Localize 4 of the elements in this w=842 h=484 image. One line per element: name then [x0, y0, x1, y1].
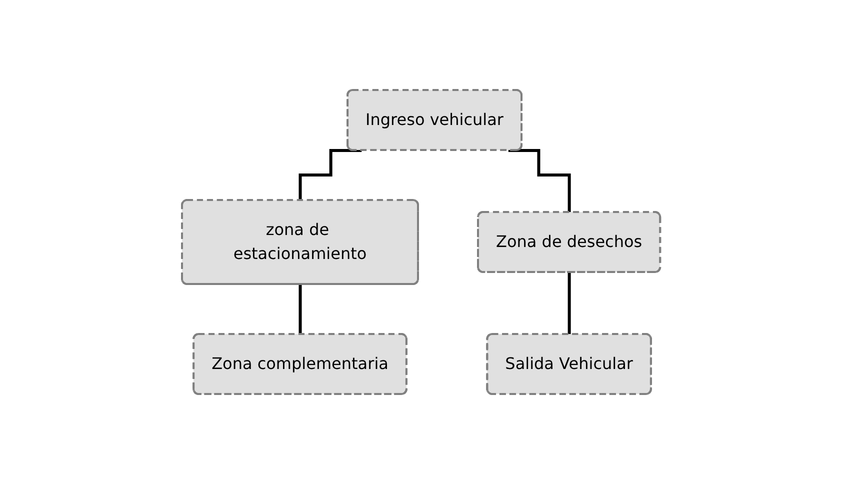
connector	[298, 283, 302, 336]
connector	[298, 149, 362, 202]
connector	[568, 271, 571, 336]
connector	[508, 149, 571, 214]
